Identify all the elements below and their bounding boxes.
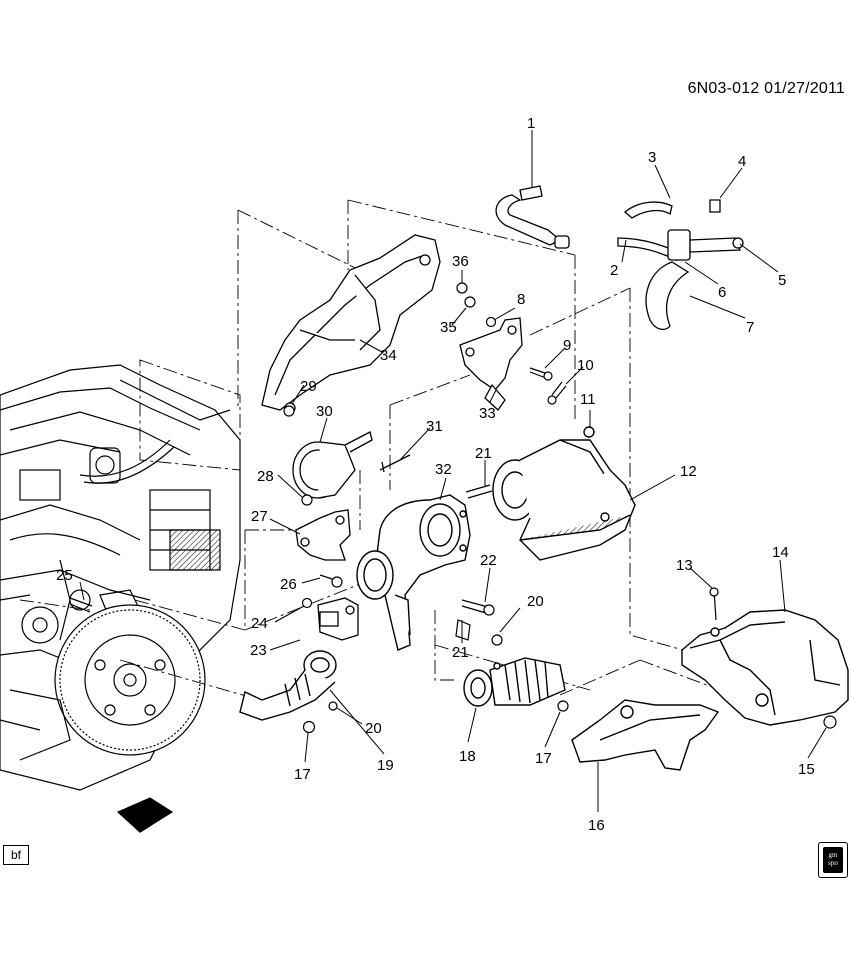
shield-nut-15: [823, 715, 837, 729]
callout-10: 10: [577, 357, 594, 374]
sensor-bolt: [301, 597, 313, 609]
callout-leaders: [79, 130, 827, 812]
exhaust-support-bracket: [571, 699, 720, 771]
flex-pipe-nuts: [491, 634, 569, 712]
diagram-code-date: 6N03-012 01/27/2011: [687, 80, 845, 97]
bracket-bolts: [485, 316, 567, 405]
gm-spo-logo-mark: gm spo: [823, 847, 843, 873]
callout-4: 4: [738, 153, 746, 170]
turbo-support-bracket: [459, 317, 523, 411]
callout-6: 6: [718, 284, 726, 301]
callout-17b: 17: [535, 750, 552, 767]
turbo-coolant-hose-assembly: [617, 199, 744, 331]
callout-23: 23: [250, 642, 267, 659]
wastegate-rod: [379, 454, 411, 473]
callout-16: 16: [588, 817, 605, 834]
callout-3: 3: [648, 149, 656, 166]
callout-34: 34: [380, 347, 397, 364]
downpipe-nuts: [302, 701, 338, 734]
shield-bolt-13: [709, 587, 719, 621]
callout-18: 18: [459, 748, 476, 765]
callout-19: 19: [377, 757, 394, 774]
turbocharger: [356, 494, 471, 651]
callout-15: 15: [798, 761, 815, 778]
corner-tag: bf: [3, 845, 29, 865]
callout-8: 8: [517, 291, 525, 308]
boost-sensor-bracket: [317, 597, 359, 641]
callout-21a: 21: [475, 445, 492, 462]
callout-2: 2: [610, 262, 618, 279]
heat-shield-nuts: [456, 282, 476, 308]
callout-21b: 21: [452, 644, 469, 661]
callout-35: 35: [440, 319, 457, 336]
engine-block-illustration: [0, 364, 241, 791]
converter-heat-shield: [681, 609, 849, 726]
callout-13: 13: [676, 557, 693, 574]
logo-text-top: gm: [828, 851, 838, 859]
callout-25: 25: [56, 567, 73, 584]
callout-31: 31: [426, 418, 443, 435]
alignment-leader-lines: [19, 199, 801, 721]
callout-1: 1: [527, 115, 535, 132]
callout-30: 30: [316, 403, 333, 420]
callout-29: 29: [300, 378, 317, 395]
callout-33: 33: [479, 405, 496, 422]
wastegate-actuator: [292, 431, 373, 499]
callout-27: 27: [251, 508, 268, 525]
catalytic-converter: [492, 426, 636, 561]
callout-5: 5: [778, 272, 786, 289]
callout-24: 24: [251, 615, 268, 632]
callout-9: 9: [563, 337, 571, 354]
callout-20a: 20: [365, 720, 382, 737]
turbo-heat-shield-upper: [261, 234, 441, 414]
actuator-bracket: [295, 509, 351, 561]
logo-text-bottom: spo: [828, 859, 838, 867]
actuator-bolts: [283, 405, 313, 506]
front-direction-arrow: [116, 797, 174, 833]
callout-26: 26: [280, 576, 297, 593]
turbo-coolant-hose-upper: [495, 185, 570, 249]
bracket-bolt-26: [319, 574, 343, 588]
callout-28: 28: [257, 468, 274, 485]
gm-spo-logo: gm spo: [818, 842, 848, 878]
callout-labels: 1 2 3 4 5 6 7 8 9 10 11 12 13 14 15 16 1…: [56, 115, 815, 834]
callout-7: 7: [746, 319, 754, 336]
turbo-outlet-pipe: [239, 650, 337, 721]
callout-11: 11: [580, 391, 596, 408]
callout-22: 22: [480, 552, 497, 569]
callout-12: 12: [680, 463, 697, 480]
callout-17a: 17: [294, 766, 311, 783]
callout-36: 36: [452, 253, 469, 270]
engine-stud-25: [69, 597, 93, 613]
exhaust-flex-pipe: [463, 657, 566, 707]
callout-20b: 20: [527, 593, 544, 610]
callout-32: 32: [435, 461, 452, 478]
turbo-studs: [455, 484, 495, 641]
callout-14: 14: [772, 544, 789, 561]
